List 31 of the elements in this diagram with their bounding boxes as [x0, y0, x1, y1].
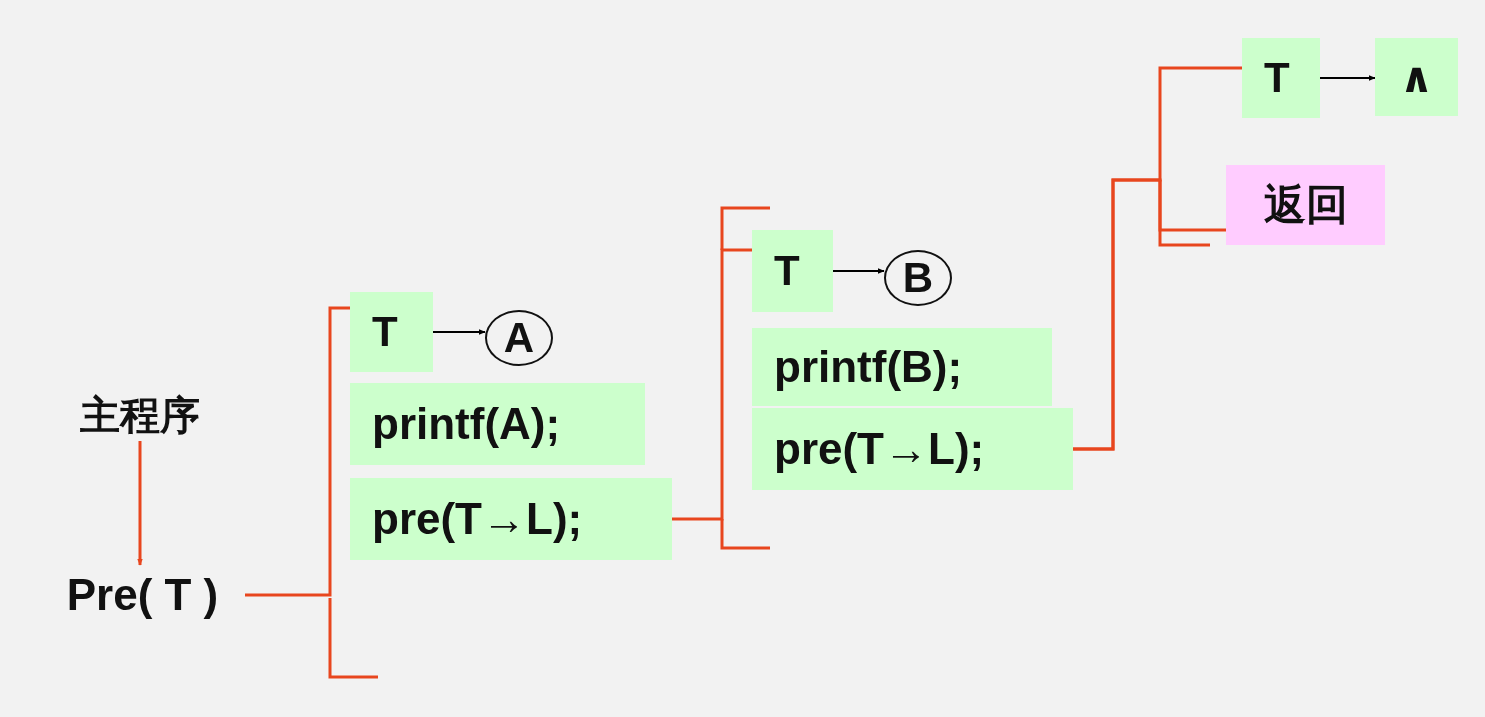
- code-text: pre(T→L);: [774, 424, 985, 474]
- code-box: [350, 478, 672, 560]
- arrow: [1319, 75, 1376, 81]
- code-box: [752, 328, 1052, 406]
- code-text: B: [902, 254, 934, 302]
- code-text: T: [774, 247, 800, 295]
- code-label: Pre( T ): [66, 570, 219, 620]
- arrow: [137, 441, 143, 566]
- code-box: [350, 383, 645, 465]
- code-box: [350, 292, 433, 372]
- code-text: 返回: [1263, 180, 1348, 230]
- code-box: [752, 230, 833, 312]
- code-box: [1226, 165, 1385, 245]
- code-text: A: [503, 314, 535, 362]
- arrow: [832, 268, 885, 274]
- code-box: [1242, 38, 1320, 118]
- bracket-line: [1073, 178, 1226, 451]
- code-text: printf(B);: [774, 342, 963, 392]
- node-circle: [884, 250, 952, 306]
- code-text: pre(T→L);: [372, 494, 583, 544]
- bracket-line: [245, 306, 350, 597]
- bracket-line: [672, 248, 752, 521]
- code-box: [1375, 38, 1458, 116]
- code-box: [752, 408, 1073, 490]
- arrow: [432, 329, 486, 335]
- code-text: T: [372, 308, 398, 356]
- code-label: 主程序: [80, 391, 200, 439]
- code-text: ∧: [1399, 52, 1434, 102]
- code-text: printf(A);: [372, 399, 561, 449]
- code-text: T: [1264, 54, 1290, 102]
- node-circle: [485, 310, 553, 366]
